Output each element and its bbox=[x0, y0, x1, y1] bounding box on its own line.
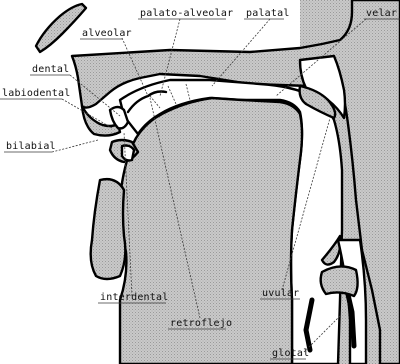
label-interdental: interdental bbox=[100, 292, 168, 303]
label-uvular: uvular bbox=[262, 288, 299, 299]
label-labiodental: labiodental bbox=[2, 88, 70, 99]
label-bilabial: bilabial bbox=[6, 141, 56, 152]
lower-jaw bbox=[91, 179, 126, 279]
label-palatal: palatal bbox=[246, 8, 290, 19]
label-palato-alveolar: palato-alveolar bbox=[140, 8, 233, 19]
label-dental: dental bbox=[32, 64, 69, 75]
label-velar: velar bbox=[366, 8, 397, 19]
label-retroflejo: retroflejo bbox=[170, 318, 232, 329]
larynx-cartilage bbox=[321, 266, 358, 296]
label-alveolar: alveolar bbox=[82, 28, 132, 39]
nasal-bone bbox=[36, 4, 86, 52]
lower-teeth bbox=[122, 146, 134, 161]
label-glotal: glotal bbox=[272, 348, 309, 359]
